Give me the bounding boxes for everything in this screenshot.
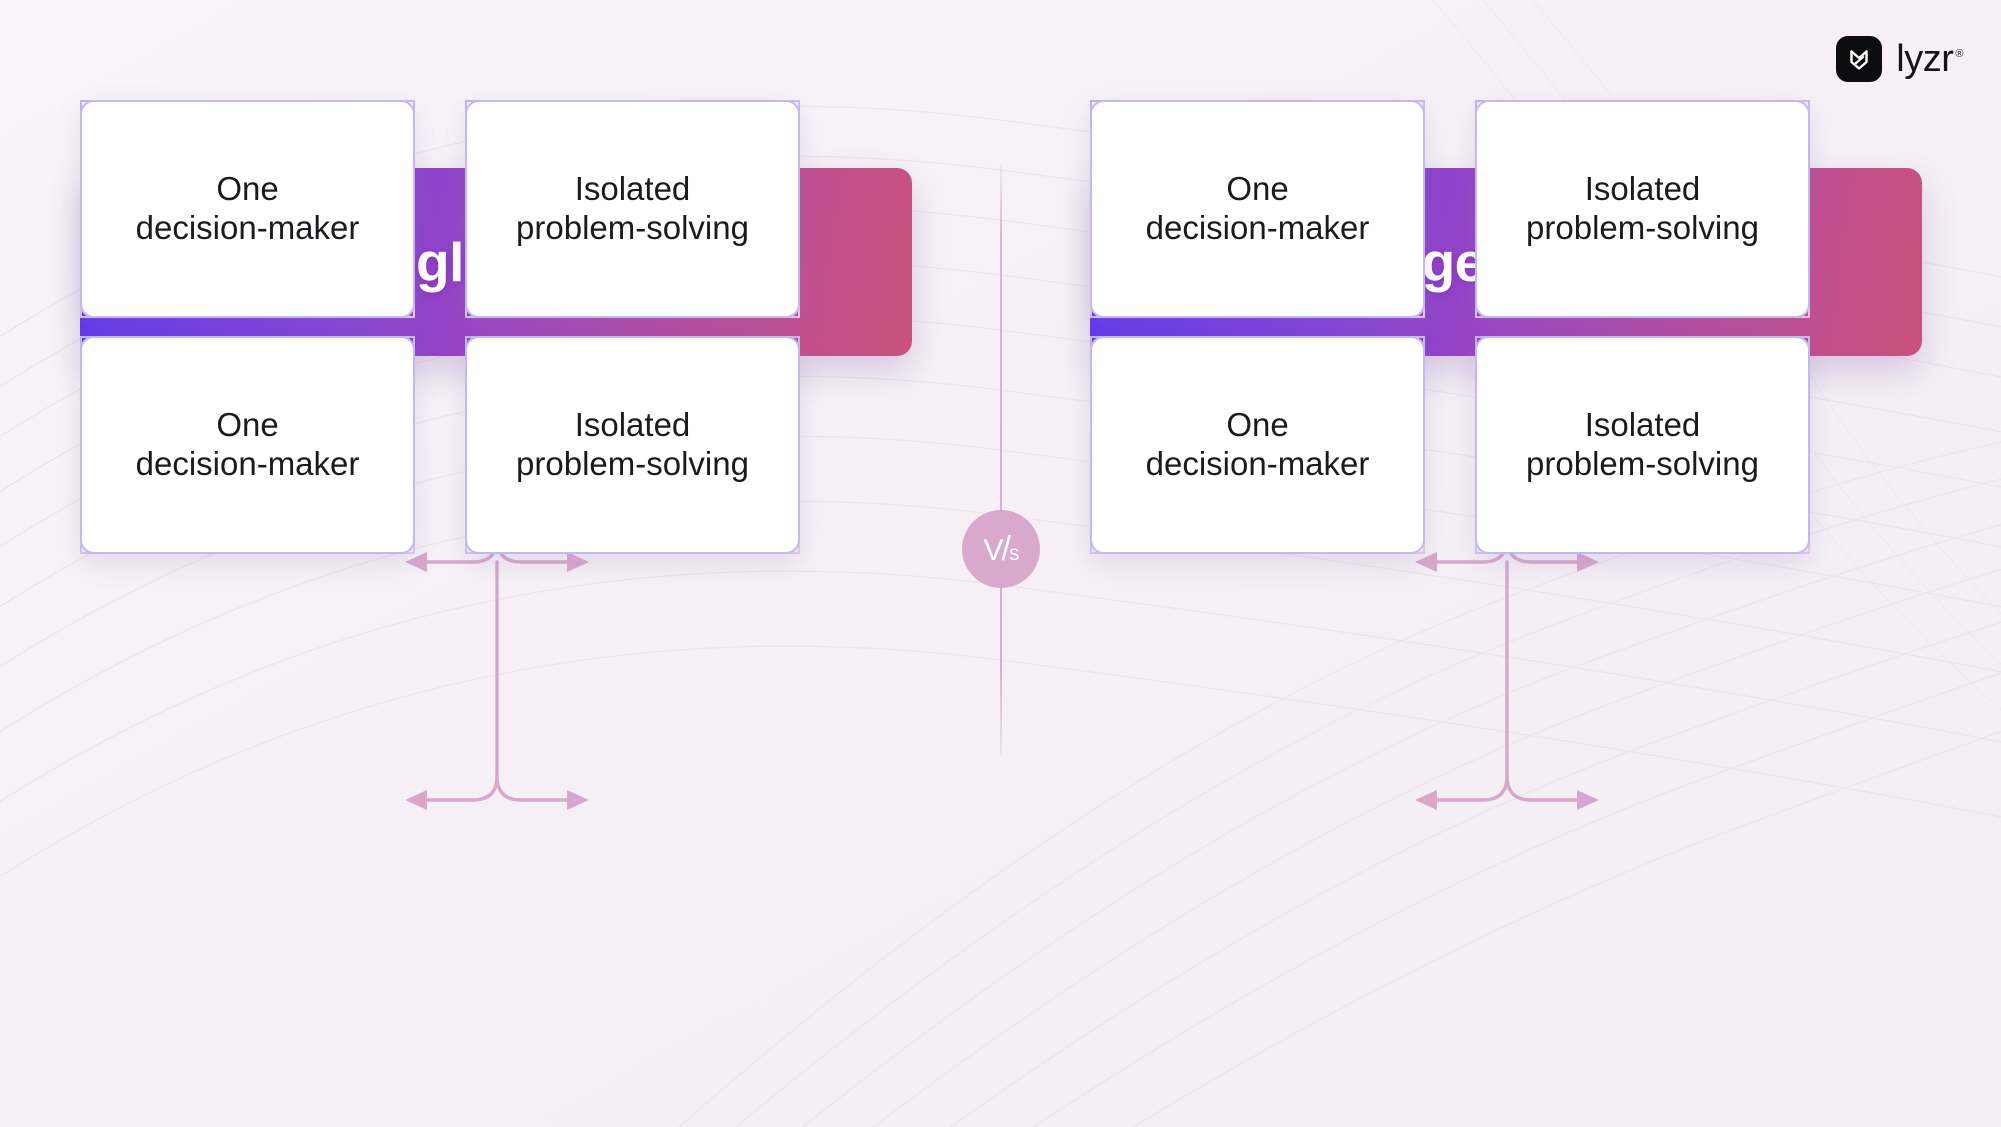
brand-logo: lyzr® [1836,36,1963,82]
brand-name: lyzr [1896,37,1954,80]
lyzr-diamond-icon [1836,36,1883,82]
card-label: Isolated problem-solving [1516,170,1769,248]
card-label-line1: Isolated [574,170,691,208]
card-left-row1-col2[interactable]: Isolated problem-solving [465,100,800,318]
card-label: Isolated problem-solving [506,406,759,484]
center-divider [1000,165,1002,755]
brand-wordmark: lyzr® [1896,38,1963,81]
vs-slash: / [1001,529,1012,568]
card-label-line1: One [216,406,279,444]
card-label-line2: problem-solving [1526,445,1759,482]
column-multi-agent-systems: Multi-Agent Systems One decision-maker I… [1090,0,1990,1127]
card-left-row2-col2[interactable]: Isolated problem-solving [465,336,800,554]
card-right-row2-col2[interactable]: Isolated problem-solving [1475,336,1810,554]
card-label-line1: Isolated [1584,406,1701,444]
card-left-row2-col1[interactable]: One decision-maker [80,336,415,554]
card-label-line2: problem-solving [1526,209,1759,246]
card-right-row2-col1[interactable]: One decision-maker [1090,336,1425,554]
card-label-line2: decision-maker [135,445,360,482]
card-label: One decision-maker [1136,170,1380,248]
column-single-agent: Single Agent One decision-maker Isolated [80,0,980,1127]
card-label-line2: decision-maker [1145,445,1370,482]
vs-letter-v: V [983,533,1004,567]
card-label-line1: One [1226,406,1289,444]
card-label-line1: Isolated [574,406,691,444]
card-label-line1: Isolated [1584,170,1701,208]
trademark-symbol: ® [1955,47,1963,60]
card-label-line1: One [216,170,279,208]
card-label-line2: decision-maker [1145,209,1370,246]
card-right-row1-col2[interactable]: Isolated problem-solving [1475,100,1810,318]
card-label: One decision-maker [126,406,370,484]
card-right-row1-col1[interactable]: One decision-maker [1090,100,1425,318]
card-label-line1: One [1226,170,1289,208]
card-label-line2: problem-solving [516,209,749,246]
card-label-line2: decision-maker [135,209,360,246]
card-label: One decision-maker [1136,406,1380,484]
card-left-row1-col1[interactable]: One decision-maker [80,100,415,318]
card-label-line2: problem-solving [516,445,749,482]
vs-badge: V / s [962,510,1040,588]
card-label: Isolated problem-solving [506,170,759,248]
vs-label: V / s [983,529,1020,569]
card-label: One decision-maker [126,170,370,248]
card-label: Isolated problem-solving [1516,406,1769,484]
vs-letter-s: s [1008,541,1019,565]
